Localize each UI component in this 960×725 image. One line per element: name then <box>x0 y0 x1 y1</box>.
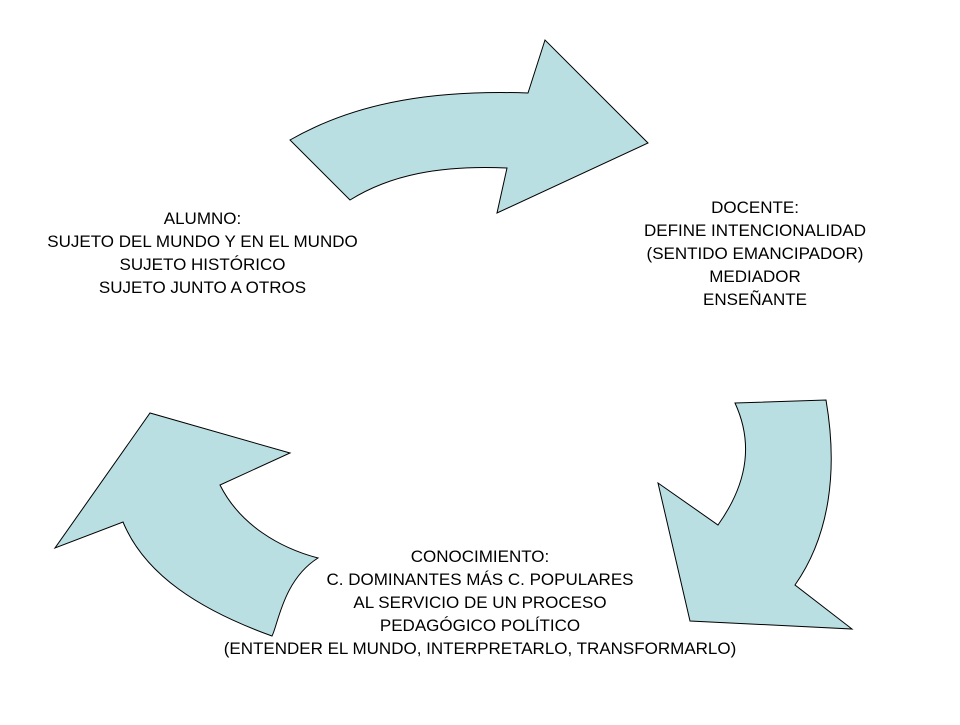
alumno-line-2: SUJETO HISTÓRICO <box>119 255 286 274</box>
docente-line-1: DEFINE INTENCIONALIDAD <box>644 221 866 240</box>
conocimiento-line-1: C. DOMINANTES MÁS C. POPULARES <box>326 570 634 589</box>
conocimiento-line-4: (ENTENDER EL MUNDO, INTERPRETARLO, TRANS… <box>223 639 737 658</box>
docente-line-4: ENSEÑANTE <box>703 290 807 309</box>
alumno-heading: ALUMNO: <box>163 209 242 228</box>
docente-label: DOCENTE: DEFINE INTENCIONALIDAD (SENTIDO… <box>600 196 910 311</box>
conocimiento-heading: CONOCIMIENTO: <box>410 547 550 566</box>
docente-heading: DOCENTE: <box>711 198 799 217</box>
conocimiento-line-2: AL SERVICIO DE UN PROCESO <box>353 593 607 612</box>
conocimiento-line-3: PEDAGÓGICO POLÍTICO <box>379 616 581 635</box>
arrow-docente-to-conocimiento <box>657 399 854 630</box>
docente-line-2: (SENTIDO EMANCIPADOR) <box>646 244 864 263</box>
docente-line-3: MEDIADOR <box>709 267 801 286</box>
arrow-conocimiento-to-alumno <box>53 412 320 637</box>
alumno-line-3: SUJETO JUNTO A OTROS <box>98 278 307 297</box>
arrow-alumno-to-docente <box>289 39 649 214</box>
conocimiento-label: CONOCIMIENTO: C. DOMINANTES MÁS C. POPUL… <box>140 545 820 660</box>
alumno-line-1: SUJETO DEL MUNDO Y EN EL MUNDO <box>47 232 358 251</box>
alumno-label: ALUMNO: SUJETO DEL MUNDO Y EN EL MUNDO S… <box>0 207 405 299</box>
